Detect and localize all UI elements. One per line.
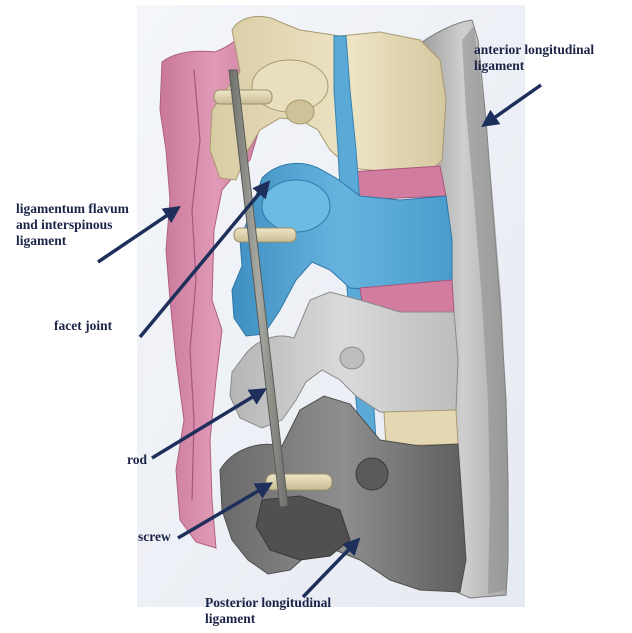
label-screw: screw bbox=[138, 529, 171, 545]
label-line: ligamentum flavum bbox=[16, 201, 129, 217]
top-vertebra-facet bbox=[286, 100, 314, 124]
label-line: ligament bbox=[16, 233, 129, 249]
label-line: Posterior longitudinal bbox=[205, 595, 331, 611]
label-line: rod bbox=[127, 452, 147, 468]
screw-middle bbox=[234, 228, 296, 242]
label-line: and interspinous bbox=[16, 217, 129, 233]
label-line: facet joint bbox=[54, 318, 112, 334]
dark-gray-vertebra-facet bbox=[356, 458, 388, 490]
label-line: screw bbox=[138, 529, 171, 545]
label-anterior-longitudinal-ligament: anterior longitudinal ligament bbox=[474, 42, 594, 74]
label-ligamentum-flavum: ligamentum flavum and interspinous ligam… bbox=[16, 201, 129, 249]
upper-intervertebral-disc bbox=[350, 166, 446, 200]
blue-vertebra-spinous-process bbox=[262, 180, 330, 232]
label-facet-joint: facet joint bbox=[54, 318, 112, 334]
lower-intervertebral-disc bbox=[384, 410, 458, 446]
screw-top bbox=[214, 90, 272, 104]
light-gray-vertebra-facet bbox=[340, 347, 364, 369]
label-posterior-longitudinal-ligament: Posterior longitudinal ligament bbox=[205, 595, 331, 627]
label-line: anterior longitudinal bbox=[474, 42, 594, 58]
screw-bottom bbox=[266, 474, 332, 490]
label-rod: rod bbox=[127, 452, 147, 468]
label-line: ligament bbox=[205, 611, 331, 627]
label-line: ligament bbox=[474, 58, 594, 74]
